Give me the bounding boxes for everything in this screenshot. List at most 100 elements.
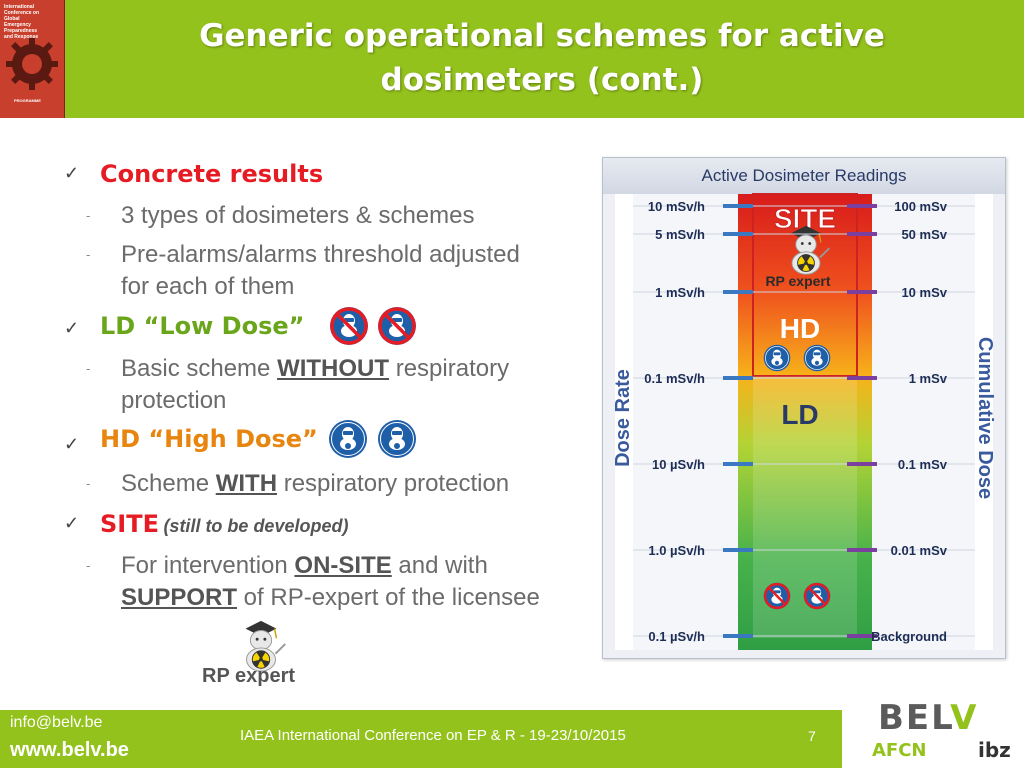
bullet-site-row: SITE (still to be developed): [100, 510, 348, 538]
bullet-hd-desc: Scheme WITH respiratory protection: [121, 468, 509, 500]
checkmark-icon: ✓: [64, 434, 80, 454]
dash-bullet-icon: -: [86, 208, 91, 223]
dash-bullet-icon: -: [86, 558, 91, 573]
no-mask-icon: [764, 583, 791, 610]
rate-tick-label: 1 mSv/h: [655, 285, 705, 300]
bullet-site-line1-strong: ON-SITE: [294, 552, 392, 579]
chart-title: Active Dosimeter Readings: [603, 158, 1005, 194]
right-axis-label: Cumulative Dose: [974, 337, 996, 499]
zone-label-ld: LD: [781, 399, 818, 430]
zone-label-hd: HD: [780, 313, 820, 344]
rate-tick-marker: [723, 634, 753, 638]
zone-label-site: SITE: [774, 203, 836, 234]
left-axis-label: Dose Rate: [612, 369, 634, 467]
bullet-ld-desc: Basic scheme WITHOUT respiratory: [121, 353, 509, 385]
conference-programme-cover: International Conference on Global Emerg…: [0, 0, 65, 118]
gear-icon: [6, 38, 58, 90]
bullet-concrete-item-3: for each of them: [121, 273, 295, 300]
dose-tick-marker: [847, 232, 877, 236]
footer-website-link[interactable]: www.belv.be: [10, 739, 129, 761]
rate-tick-marker: [723, 232, 753, 236]
dose-tick-marker: [847, 204, 877, 208]
dosimeter-scale-svg: Dose Rate Cumulative Dose SITE HD LD RP …: [612, 193, 996, 650]
dose-tick-marker: [847, 290, 877, 294]
dose-tick-label: 50 mSv: [901, 227, 947, 242]
respirator-mask-icon: [328, 419, 368, 459]
bullet-site-note: (still to be developed): [163, 516, 349, 536]
left-axis-band: [615, 194, 633, 650]
cover-text: International Conference on Global Emerg…: [4, 4, 40, 40]
page-number: 7: [808, 728, 816, 744]
respirator-mask-icon: [764, 345, 791, 372]
dose-tick-marker: [847, 548, 877, 552]
bullet-hd-row: HD “High Dose”: [100, 419, 417, 459]
bullet-ld-desc-pre: Basic scheme: [121, 355, 278, 382]
bullet-ld-row: LD “Low Dose”: [100, 306, 417, 346]
site-zone-frame: [752, 193, 858, 377]
dose-tick-label: Background: [871, 629, 947, 644]
respirator-mask-icon: [377, 419, 417, 459]
bullet-site-desc-line1: For intervention ON-SITE and with: [121, 550, 488, 582]
rate-tick-marker: [723, 548, 753, 552]
logo-v-text: V: [950, 698, 979, 738]
cover-label: PROGRAMME: [14, 98, 41, 103]
rate-tick-marker: [723, 204, 753, 208]
right-axis-band: [975, 194, 993, 650]
rate-tick-marker: [723, 290, 753, 294]
slide-title-line2: dosimeters (cont.): [380, 62, 704, 98]
footer-conference: IAEA International Conference on EP & R …: [240, 727, 626, 744]
rate-tick-label: 5 mSv/h: [655, 227, 705, 242]
rate-tick-label: 10 mSv/h: [648, 199, 705, 214]
dose-tick-marker: [847, 376, 877, 380]
dose-tick-label: 1 mSv: [909, 371, 948, 386]
bullet-site-line2-strong: SUPPORT: [121, 584, 238, 611]
no-mask-icon: [377, 306, 417, 346]
bullet-hd-desc-strong: WITH: [215, 470, 278, 497]
bullet-site-desc-line2: SUPPORT of RP-expert of the licensee: [121, 582, 540, 614]
bullet-ld-desc-line2: protection: [121, 387, 227, 414]
bullet-site-title: SITE: [100, 510, 159, 538]
ibz-logo: ibz: [978, 738, 1011, 762]
checkmark-icon: ✓: [64, 163, 80, 183]
rate-tick-label: 0.1 µSv/h: [648, 629, 705, 644]
rate-tick-label: 0.1 mSv/h: [644, 371, 705, 386]
bullet-concrete-item-1: 3 types of dosimeters & schemes: [121, 202, 475, 229]
checkmark-icon: ✓: [64, 318, 80, 338]
dash-bullet-icon: -: [86, 247, 91, 262]
rate-tick-label: 10 µSv/h: [652, 457, 705, 472]
dose-tick-label: 0.01 mSv: [891, 543, 948, 558]
bullet-site-line1-pre: For intervention: [121, 552, 295, 579]
bullet-site-line2-post: of RP-expert of the licensee: [237, 584, 540, 611]
dose-tick-marker: [847, 462, 877, 466]
no-mask-icon: [804, 583, 831, 610]
rp-expert-label: RP expert: [202, 665, 296, 687]
rate-tick-marker: [723, 376, 753, 380]
dose-tick-marker: [847, 634, 877, 638]
afcn-logo: AFCN: [872, 740, 927, 761]
dosimeter-readings-chart: Active Dosimeter Readings Dose Rate Cumu…: [602, 157, 1006, 659]
header-bar: [0, 0, 1024, 118]
checkmark-icon: ✓: [64, 513, 80, 533]
bullet-hd-desc-post: respiratory protection: [277, 470, 510, 497]
dash-bullet-icon: -: [86, 361, 91, 376]
bullet-hd-title: HD “High Dose”: [100, 425, 318, 453]
bullet-concrete-item-2: Pre-alarms/alarms threshold adjusted: [121, 241, 520, 268]
bullet-ld-desc-post: respiratory: [389, 355, 510, 382]
dose-tick-label: 100 mSv: [894, 199, 948, 214]
dash-bullet-icon: -: [86, 476, 91, 491]
logo-bel-text: BEL: [878, 698, 951, 738]
footer-bar: [0, 710, 842, 768]
slide-title-line1: Generic operational schemes for active: [199, 18, 885, 54]
bullet-site-line1-post: and with: [391, 552, 488, 579]
belv-logo: BELV: [878, 698, 978, 738]
rate-tick-marker: [723, 462, 753, 466]
bullet-ld-desc-strong: WITHOUT: [277, 355, 390, 382]
no-mask-icon: [329, 306, 369, 346]
chart-rp-expert-label: RP expert: [765, 273, 830, 289]
slide-title: Generic operational schemes for active d…: [100, 14, 984, 102]
respirator-mask-icon: [804, 345, 831, 372]
bullet-hd-desc-pre: Scheme: [121, 470, 216, 497]
footer-email-link[interactable]: info@belv.be: [10, 714, 103, 731]
rate-tick-label: 1.0 µSv/h: [648, 543, 705, 558]
bullet-ld-title: LD “Low Dose”: [100, 312, 305, 340]
